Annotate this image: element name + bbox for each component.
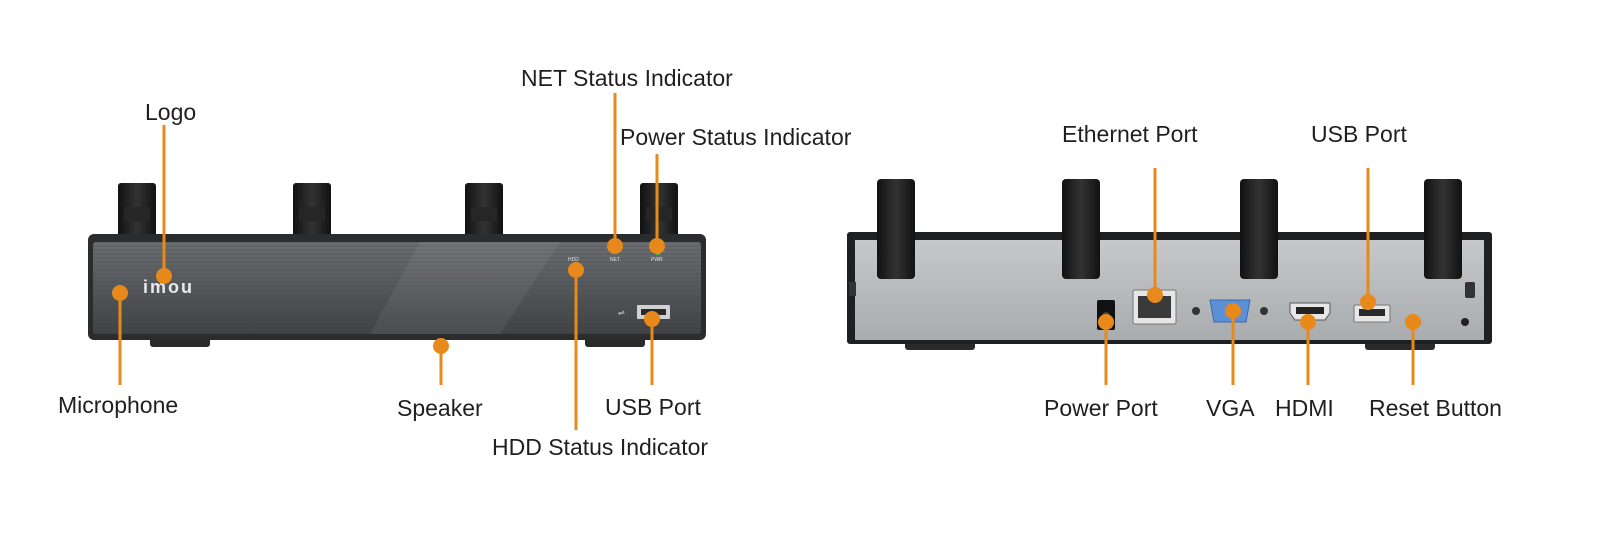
label-logo: Logo xyxy=(145,99,196,125)
front-usb-marker xyxy=(644,311,660,327)
microphone-marker xyxy=(112,285,128,301)
ground-screw xyxy=(1461,318,1469,326)
rear-usb-marker xyxy=(1360,294,1376,310)
antenna xyxy=(1062,179,1100,279)
label-front-usb: USB Port xyxy=(605,394,701,420)
label-hdmi: HDMI xyxy=(1275,395,1334,421)
screw xyxy=(1192,307,1200,315)
pwr-mark: PWR xyxy=(651,257,663,263)
ethernet-marker xyxy=(1147,287,1163,303)
label-ethernet-port: Ethernet Port xyxy=(1062,121,1198,147)
antenna xyxy=(1424,179,1462,279)
screw xyxy=(1260,307,1268,315)
antenna xyxy=(877,179,915,279)
antenna xyxy=(1240,179,1278,279)
reset-marker xyxy=(1405,314,1421,330)
label-speaker: Speaker xyxy=(397,395,483,421)
label-net-status: NET Status Indicator xyxy=(521,65,733,91)
front-view: imou HDD NET PWR ⇌ Logo NET Status Indic… xyxy=(58,65,852,460)
vga-marker xyxy=(1225,303,1241,319)
net-indicator-marker xyxy=(607,238,623,254)
logo-marker xyxy=(156,268,172,284)
front-antennas xyxy=(118,183,678,241)
hdmi-marker xyxy=(1300,314,1316,330)
label-power-status: Power Status Indicator xyxy=(620,124,852,150)
net-mark: NET xyxy=(610,257,620,263)
label-microphone: Microphone xyxy=(58,392,178,418)
imou-logo: imou xyxy=(143,277,194,297)
label-hdd-status: HDD Status Indicator xyxy=(492,434,708,460)
label-rear-usb: USB Port xyxy=(1311,121,1407,147)
hdd-mark: HDD xyxy=(568,257,579,263)
usb-symbol-icon: ⇌ xyxy=(618,308,625,317)
label-power-port: Power Port xyxy=(1044,395,1158,421)
speaker-marker xyxy=(433,338,449,354)
hdd-indicator-marker xyxy=(568,262,584,278)
label-reset-button: Reset Button xyxy=(1369,395,1502,421)
rear-view: Ethernet Port USB Port Power Port VGA HD… xyxy=(847,121,1502,421)
power-indicator-marker xyxy=(649,238,665,254)
power-port-marker xyxy=(1098,314,1114,330)
label-vga: VGA xyxy=(1206,395,1255,421)
